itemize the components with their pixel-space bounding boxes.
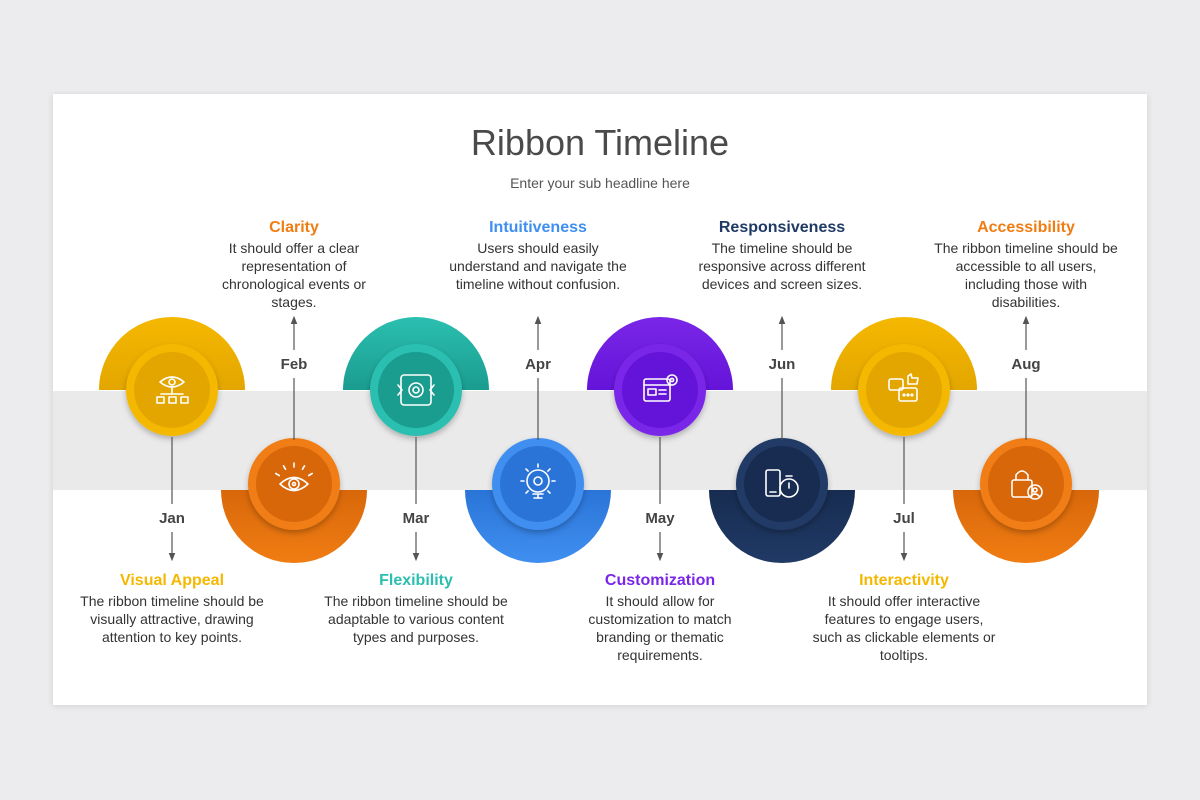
month-label: Jun (768, 356, 796, 373)
milestone-description: The timeline should be responsive across… (698, 240, 866, 292)
ribbon-band (53, 391, 1147, 490)
month-label: Jul (893, 510, 915, 527)
timeline-node-feb (221, 315, 367, 563)
milestone-description: It should offer interactive features to … (812, 593, 996, 663)
lightbulb-gear-icon (520, 463, 556, 499)
timeline-node-jul (831, 317, 977, 562)
month-label: Jan (159, 510, 185, 527)
timeline-node-apr (465, 315, 611, 563)
milestone-heading: Visual Appeal (119, 572, 225, 589)
lock-user-icon (1011, 470, 1043, 500)
chat-like-icon (888, 373, 919, 402)
node-inner-circle (378, 352, 454, 428)
node-inner-circle (256, 446, 332, 522)
milestone-description: It should offer a clear representation o… (222, 240, 366, 310)
timeline-node-jun (709, 315, 855, 563)
timeline-node-may (587, 317, 733, 562)
month-label: Mar (402, 510, 430, 527)
milestone-description: The ribbon timeline should be accessible… (934, 240, 1118, 310)
milestone-heading: Flexibility (379, 572, 453, 589)
node-inner-circle (744, 446, 820, 522)
eye-flowchart-icon (156, 376, 189, 404)
milestone-heading: Accessibility (977, 219, 1075, 236)
milestone-text: Interactivity It should offer interactive… (809, 572, 999, 664)
month-label: Feb (280, 356, 308, 373)
milestone-description: The ribbon timeline should be adaptable … (324, 593, 508, 645)
milestone-description: Users should easily understand and navig… (449, 240, 627, 292)
node-inner-circle (866, 352, 942, 428)
timeline-node-aug (953, 315, 1099, 563)
adapt-gear-icon (397, 374, 435, 406)
browser-settings-icon (643, 374, 678, 402)
milestone-text: Clarity It should offer a clear represent… (199, 219, 389, 311)
timeline-node-jan (99, 317, 245, 562)
page-subtitle: Enter your sub headline here (510, 175, 690, 191)
month-label: Apr (525, 356, 551, 373)
milestone-heading: Clarity (269, 219, 319, 236)
milestone-heading: Customization (604, 572, 716, 589)
eye-icon (275, 462, 313, 492)
phone-stopwatch-icon (765, 469, 799, 498)
month-label: Aug (1011, 356, 1041, 373)
timeline-node-mar (343, 317, 489, 562)
milestone-description: The ribbon timeline should be visually a… (80, 593, 264, 645)
milestone-heading: Intuitiveness (489, 219, 587, 236)
milestone-heading: Interactivity (859, 572, 949, 589)
page-title: Ribbon Timeline (470, 122, 730, 163)
milestone-text: Customization It should allow for customi… (565, 572, 755, 664)
milestone-heading: Responsiveness (718, 219, 846, 236)
milestone-description: It should allow for customization to mat… (588, 593, 732, 663)
node-inner-circle (988, 446, 1064, 522)
node-inner-circle (500, 446, 576, 522)
month-label: May (645, 510, 675, 527)
